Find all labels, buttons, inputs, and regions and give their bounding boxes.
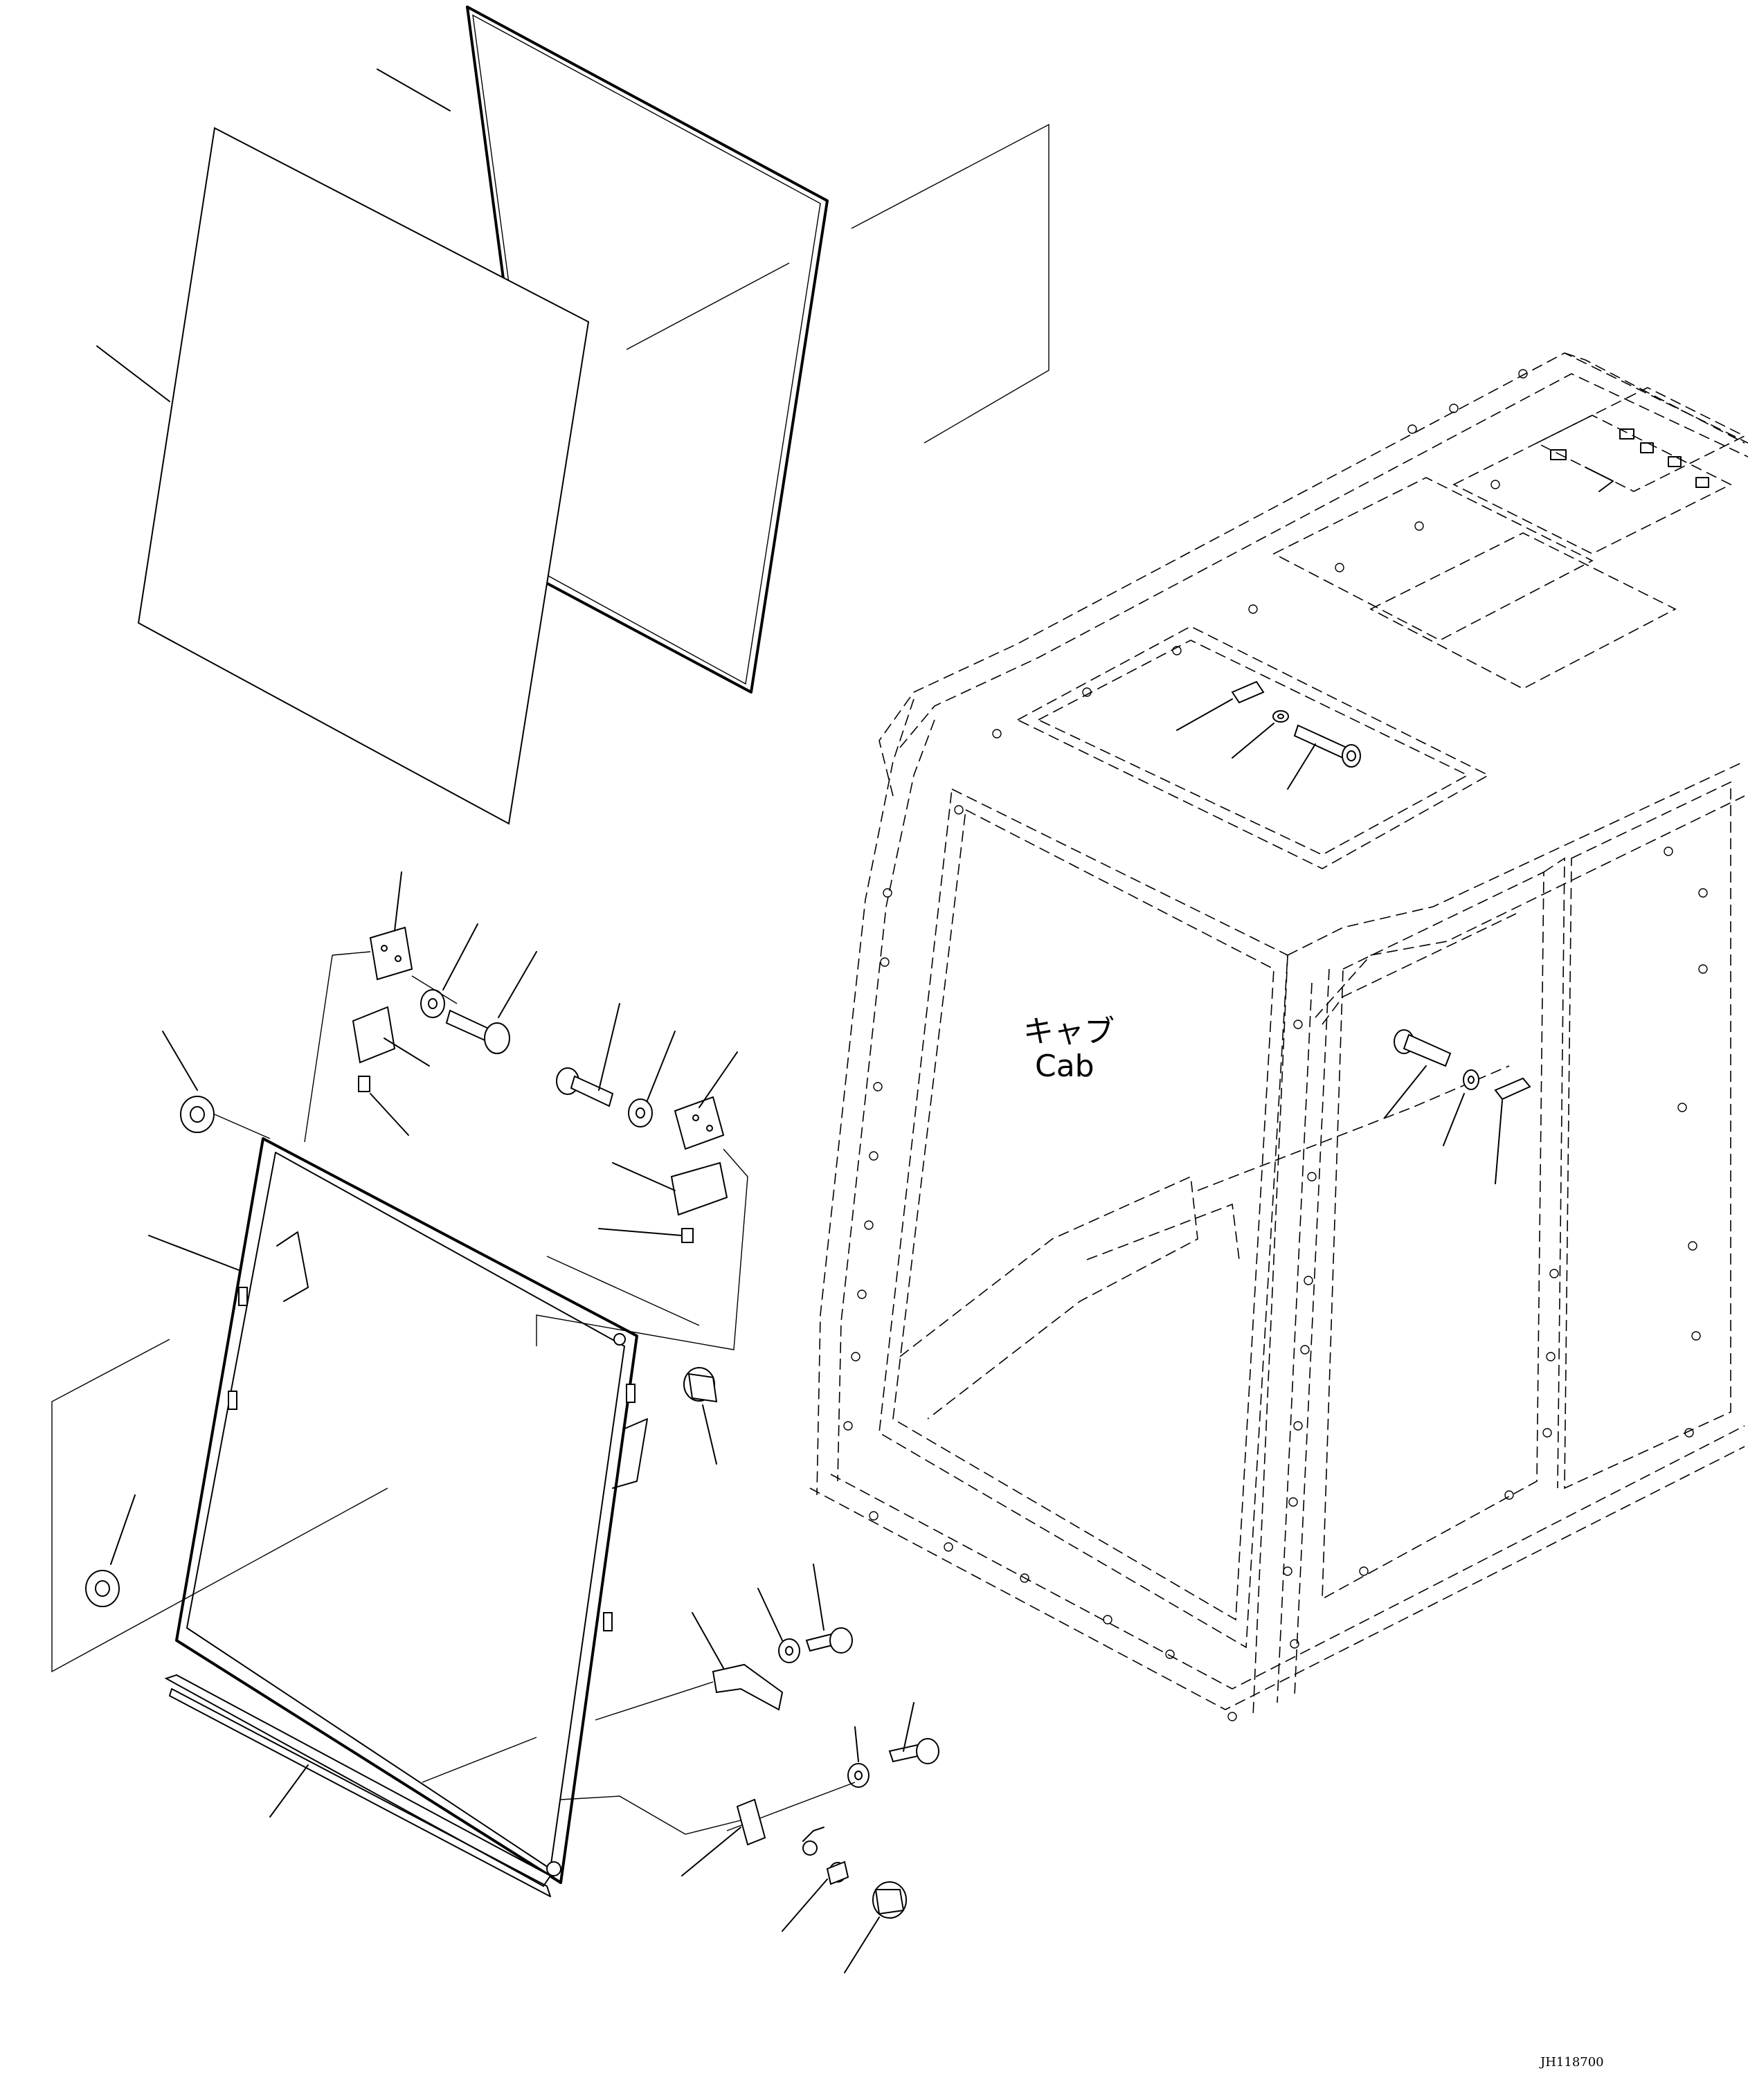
latch-bracket (712, 1663, 784, 1711)
leader-line (702, 1404, 717, 1465)
clip-left (358, 1076, 370, 1092)
leader-line (598, 1003, 620, 1091)
washer-right (628, 1098, 653, 1128)
rubber-stopper-right (683, 1367, 718, 1403)
roof-washer (1272, 710, 1289, 723)
leader-line (598, 1228, 683, 1236)
cab-label: キャブ Cab (1023, 1014, 1115, 1084)
clip-right (681, 1228, 694, 1243)
pillar-bracket (1494, 1077, 1531, 1101)
rubber-stopper-bottom (85, 1570, 120, 1607)
projection-line (626, 262, 790, 350)
leader-line (699, 1051, 738, 1108)
projection-line (536, 1148, 748, 1350)
leader-line (384, 1038, 430, 1067)
latch-bolt (805, 1627, 853, 1654)
window-bottom-rail (164, 1674, 552, 1897)
roof-bracket (1231, 680, 1265, 704)
leader-line (612, 1162, 676, 1191)
projection-line (595, 1681, 714, 1721)
striker-bolt (888, 1738, 939, 1764)
frame-handle-left (276, 1231, 309, 1302)
projection-line (304, 954, 333, 1143)
leader-line (377, 69, 451, 111)
leader-line (854, 1726, 859, 1762)
leader-line (1176, 698, 1233, 731)
projection-line (411, 975, 458, 1004)
hinge-plate-left (369, 926, 413, 981)
leader-line (681, 1827, 741, 1876)
leader-line (1443, 1093, 1465, 1146)
striker-bracket (736, 1798, 825, 1856)
hinge-bolt-right (556, 1067, 614, 1107)
striker-washer (847, 1763, 870, 1788)
hinge-plate-right (674, 1096, 725, 1150)
leader-line (647, 1031, 676, 1101)
drawing-code: JH118700 (1539, 2055, 1604, 2070)
rubber-stopper-lower (872, 1881, 907, 1919)
roof-bolt (1293, 724, 1361, 768)
leader-line (148, 1235, 240, 1271)
leader-line (110, 1494, 136, 1565)
leader-line (370, 1093, 409, 1136)
cab-label-en: Cab (1035, 1049, 1094, 1084)
frame-handle-right (612, 1418, 648, 1489)
washer-left (420, 989, 445, 1018)
leader-line (498, 951, 537, 1018)
leader-line (1384, 1065, 1427, 1119)
hinge-cover-left (352, 1006, 396, 1064)
projection-line (560, 1795, 741, 1835)
cab-label-jp: キャブ (1023, 1014, 1115, 1049)
leader-line (782, 1879, 828, 1932)
leader-line (813, 1564, 825, 1631)
window-frame (175, 1137, 648, 1884)
leader-line (757, 1588, 783, 1641)
projection-line (51, 1339, 388, 1673)
pillar-bolt (1394, 1029, 1452, 1067)
projection-line (546, 1256, 700, 1326)
cab-frame (809, 352, 1748, 1721)
leader-line (692, 1612, 724, 1669)
leader-line (162, 1031, 198, 1091)
latch-washer (778, 1638, 800, 1663)
hinge-bolt-left (445, 1009, 510, 1054)
leader-line (1287, 743, 1316, 790)
hinge-cover-right (670, 1161, 728, 1216)
window-glass-front (137, 127, 590, 825)
rubber-stopper-top (180, 1096, 215, 1133)
leader-line (903, 1702, 914, 1752)
leader-line (844, 1917, 880, 1973)
leader-line (96, 345, 170, 402)
leader-line (394, 871, 402, 932)
leader-line (1495, 1100, 1503, 1184)
projection-line (851, 123, 1049, 444)
projection-line (214, 1114, 271, 1139)
projection-line (332, 951, 371, 956)
latch-pin (826, 1861, 849, 1885)
leader-line (269, 1764, 309, 1818)
pillar-washer (1463, 1069, 1479, 1090)
leader-line (442, 923, 478, 990)
projection-line (422, 1737, 537, 1783)
leader-line (1232, 723, 1274, 759)
